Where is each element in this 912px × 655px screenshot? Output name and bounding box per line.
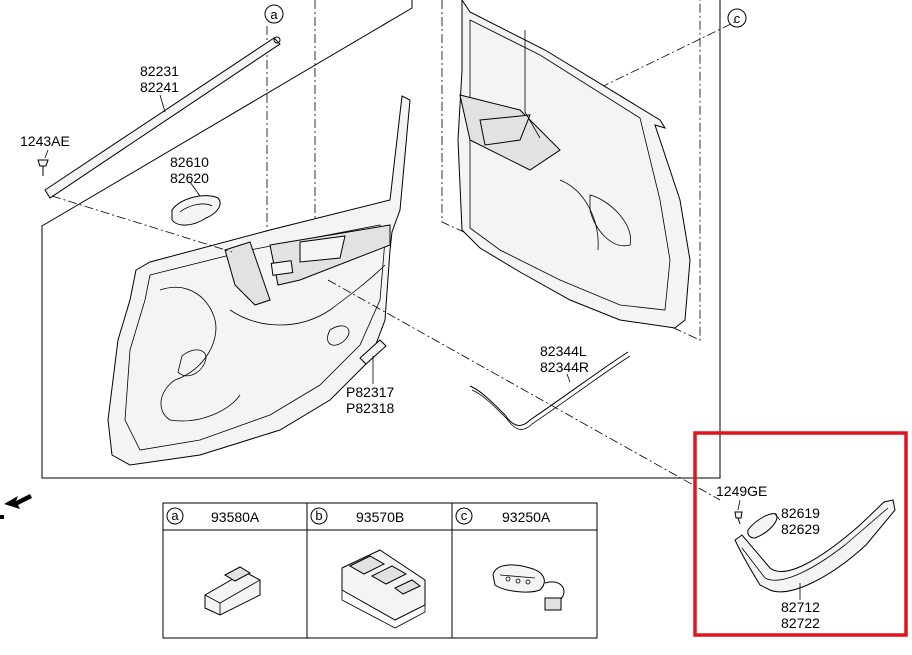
cap-82619 (747, 513, 781, 539)
front-arrow-icon (0, 494, 32, 519)
callout-c-top: c (727, 8, 747, 28)
seal-82344L (469, 351, 631, 430)
screw-1243AE (37, 149, 49, 176)
garnish-82712 (734, 499, 896, 600)
table-part-93570B: 93570B (356, 509, 404, 525)
label-82619: 82619 (781, 505, 820, 521)
inset-door-trim (457, 0, 691, 329)
label-82241: 82241 (140, 79, 179, 95)
main-trim-frame (41, 0, 721, 479)
label-82610: 82610 (170, 154, 209, 170)
label-82722: 82722 (781, 615, 820, 631)
table-ref-c: c (461, 508, 468, 523)
label-1243AE: 1243AE (20, 133, 70, 149)
leader-lines (51, 21, 736, 501)
callout-a-top: a (264, 4, 284, 24)
screw-1249GE (734, 499, 743, 525)
svg-text:a: a (270, 7, 278, 22)
table-ref-a: a (171, 508, 179, 523)
inside-handle-82610 (171, 181, 221, 226)
label-82620: 82620 (170, 170, 209, 186)
svg-text:c: c (734, 11, 741, 26)
label-P82318: P82318 (346, 400, 394, 416)
label-82629: 82629 (781, 521, 820, 537)
switch-93580A (204, 566, 261, 616)
table-ref-b: b (315, 508, 322, 523)
label-P82317: P82317 (346, 384, 394, 400)
table-part-93580A: 93580A (211, 509, 260, 525)
clip-P82317 (359, 339, 387, 384)
door-trim-panel (107, 95, 411, 466)
label-82344L: 82344L (540, 343, 587, 359)
table-part-93250A: 93250A (502, 509, 551, 525)
label-82231: 82231 (140, 63, 179, 79)
switch-93250A (492, 564, 565, 611)
label-82712: 82712 (781, 599, 820, 615)
switch-93570B (341, 549, 426, 629)
label-82344R: 82344R (540, 359, 589, 375)
weatherstrip-82231 (44, 36, 281, 199)
legend-table: a 93580A b 93570B c 93250A (162, 502, 598, 639)
label-1249GE: 1249GE (716, 483, 767, 499)
highlight-box (693, 431, 908, 637)
